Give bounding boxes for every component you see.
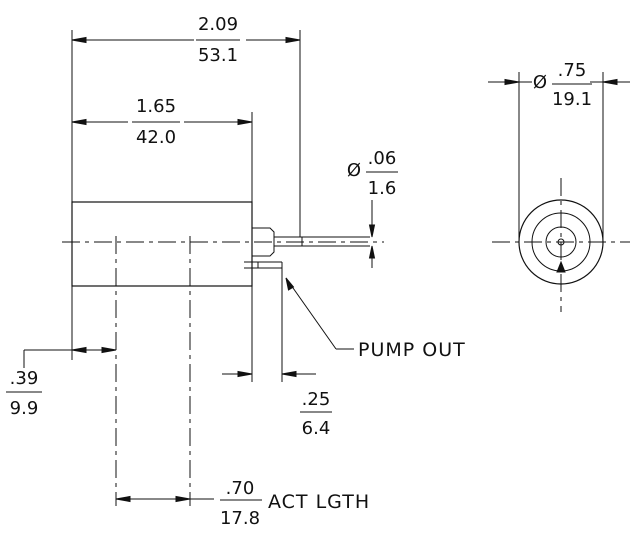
overall-length-inch: 2.09 xyxy=(198,14,238,35)
arrow-overall-left xyxy=(71,36,87,44)
body-length-mm: 42.0 xyxy=(136,127,176,148)
active-length-label: ACT LGTH xyxy=(268,491,370,513)
arrow-tube-top xyxy=(368,224,376,238)
active-length-mm: 17.8 xyxy=(220,508,260,529)
arrow-body-left xyxy=(71,118,87,126)
pump-out-label: PUMP OUT xyxy=(358,339,466,361)
end-view-pump-marker xyxy=(556,260,566,273)
tube-diameter-inch: .06 xyxy=(368,148,397,169)
arrow-active-left xyxy=(115,495,131,503)
pump-offset-inch: .25 xyxy=(302,389,331,410)
arrow-body-right xyxy=(237,118,253,126)
arrow-overall-right xyxy=(285,36,301,44)
arrow-offset-right xyxy=(101,346,117,354)
end-cap xyxy=(252,227,275,257)
arrow-od-left xyxy=(504,78,520,86)
left-offset-inch: .39 xyxy=(10,368,39,389)
outer-diameter-symbol: Ø xyxy=(533,72,547,93)
cylinder-body xyxy=(71,201,253,287)
arrow-pump-left xyxy=(237,370,253,378)
left-offset-mm: 9.9 xyxy=(10,398,39,419)
arrow-pump-leader xyxy=(285,277,295,291)
outer-diameter-mm: 19.1 xyxy=(552,89,592,110)
arrow-tube-bottom xyxy=(368,245,376,259)
overall-length-mm: 53.1 xyxy=(198,45,238,66)
body-length-inch: 1.65 xyxy=(136,96,176,117)
outer-diameter-inch: .75 xyxy=(558,60,587,81)
arrow-offset-left xyxy=(71,346,87,354)
arrow-active-right xyxy=(175,495,191,503)
pump-offset-mm: 6.4 xyxy=(302,418,331,439)
arrow-pump-right xyxy=(281,370,297,378)
active-length-inch: .70 xyxy=(226,478,255,499)
arrow-od-right xyxy=(602,78,618,86)
tube-diameter-mm: 1.6 xyxy=(368,178,397,199)
pump-out-leader xyxy=(285,277,337,350)
tube-diameter-symbol: Ø xyxy=(347,160,361,181)
